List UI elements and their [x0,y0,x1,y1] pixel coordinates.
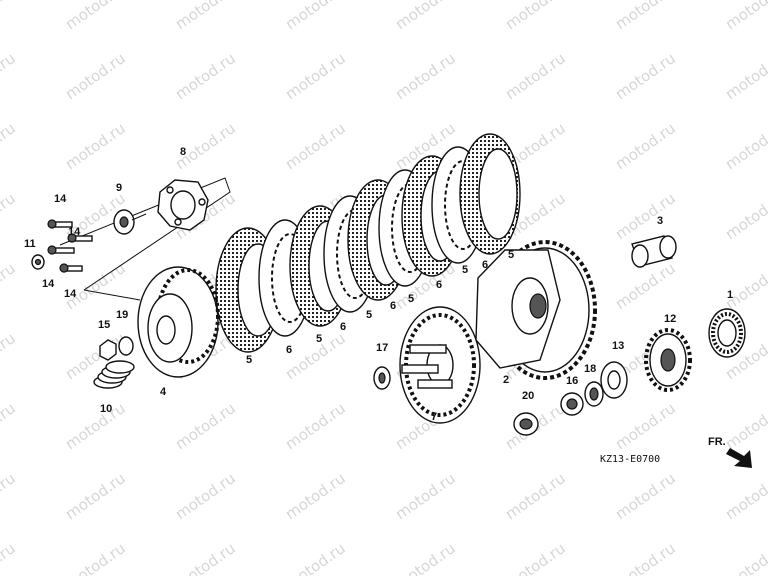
clutch-plate-stack [215,133,521,353]
callout-11: 11 [24,238,36,250]
callout-10: 10 [100,403,112,415]
bolt [59,263,83,273]
callout-15: 15 [98,319,110,331]
callout-17: 17 [376,342,388,354]
pressure-plate [137,266,220,378]
leader-lines [59,177,231,301]
callout-6: 6 [482,259,488,271]
front-arrow-icon [726,448,752,468]
callout-5: 5 [366,309,372,321]
front-direction-indicator [726,448,752,468]
diagram-code: KZ13-E0700 [600,454,660,465]
bearing [560,392,584,416]
lock-washer [600,361,628,399]
callout-6: 6 [340,321,346,333]
oil-seal [513,412,539,436]
callout-6: 6 [286,344,292,356]
callout-2: 2 [503,374,509,386]
direction-label: FR. [708,436,726,448]
callout-5: 5 [408,293,414,305]
callout-5: 5 [508,249,514,261]
callout-14: 14 [42,278,55,290]
callout-14: 14 [68,226,81,238]
needle-bearing [708,308,746,358]
callout-3: 3 [657,215,663,227]
bolt [47,219,73,229]
callout-6: 6 [390,300,396,312]
bolt [67,233,93,243]
bolts [31,219,93,273]
callout-16: 16 [566,375,578,387]
callout-20: 20 [522,390,534,402]
callout-5: 5 [316,333,322,345]
callout-5: 5 [246,354,252,366]
thrust-washer [373,366,391,390]
callout-18: 18 [584,363,596,375]
callout-4: 4 [160,386,167,398]
friction-plate [459,133,521,255]
callout-7: 7 [431,411,437,423]
callout-12: 12 [664,313,676,325]
callout-19: 19 [116,309,128,321]
outer-guide-sleeve [631,235,677,268]
primary-drive-gear [644,328,692,392]
callout-13: 13 [612,340,624,352]
callout-6: 6 [436,279,442,291]
nut-washer-spring [93,336,135,389]
washer-bolt [31,254,45,270]
callout-14: 14 [64,288,77,300]
clutch-center [399,306,481,424]
callout-8: 8 [180,146,186,158]
clutch-spring [93,360,135,389]
callout-1: 1 [727,289,733,301]
callout-14: 14 [54,193,67,205]
callout-5: 5 [462,264,468,276]
lifter-plate [157,179,209,231]
clutch-outer [475,240,597,380]
collar-and-bearings [513,381,604,436]
callout-9: 9 [116,182,122,194]
bolt [47,245,75,255]
lifter-bearing [113,209,147,235]
